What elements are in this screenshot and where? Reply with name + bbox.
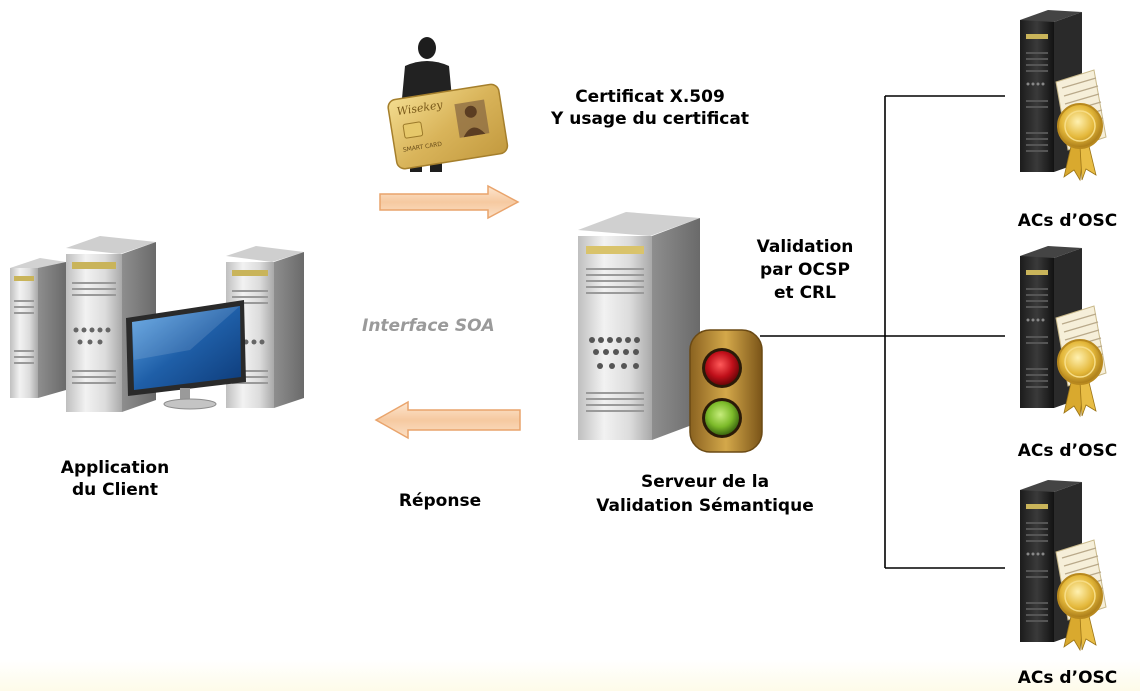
ca-server-bottom <box>1019 479 1107 651</box>
client-monitor <box>126 300 246 410</box>
client-tower-left <box>10 258 66 398</box>
validation-server <box>578 212 700 440</box>
certificate-label: Certificat X.509 Y usage du certificat <box>520 86 780 130</box>
server-label: Serveur de la Validation Sémantique <box>560 470 850 518</box>
certificate-label-line2: Y usage du certificat <box>551 109 749 129</box>
server-label-line2: Validation Sémantique <box>596 496 814 516</box>
validation-label-line3: et CRL <box>774 283 836 303</box>
interface-soa-label: Interface SOA <box>362 316 495 336</box>
server-label-line1: Serveur de la <box>640 472 770 492</box>
validation-label-line1: Validation <box>756 237 854 257</box>
validation-label-line2: par OCSP <box>760 260 850 280</box>
response-label: Réponse <box>398 491 482 511</box>
connection-lines <box>760 95 1005 569</box>
client-label-line1: Application <box>60 458 170 478</box>
ca-server-top <box>1019 9 1107 181</box>
person-with-card: Wisekey SMART CARD <box>387 37 509 172</box>
ca-server-middle <box>1019 245 1107 417</box>
certificate-label-line1: Certificat X.509 <box>575 87 725 107</box>
traffic-light-icon <box>689 329 763 453</box>
request-arrow <box>379 184 520 220</box>
ca-label-bottom: ACs d’OSC <box>1017 668 1118 688</box>
validation-label: Validation par OCSP et CRL <box>740 236 870 305</box>
bottom-glow <box>0 660 1140 691</box>
ca-label-middle: ACs d’OSC <box>1017 441 1118 461</box>
ca-label-top: ACs d’OSC <box>1017 211 1118 231</box>
client-label: Application du Client <box>30 457 200 501</box>
response-arrow <box>374 400 521 440</box>
client-label-line2: du Client <box>71 480 159 500</box>
